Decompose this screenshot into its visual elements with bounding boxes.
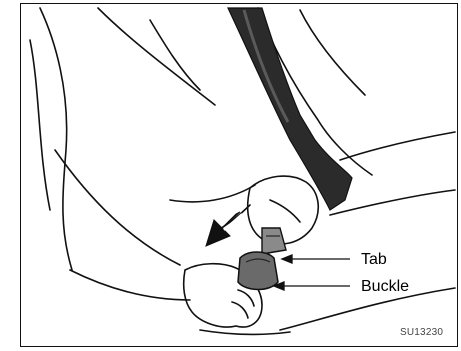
chest-crease	[300, 10, 365, 95]
right-hand-finger	[270, 200, 300, 222]
buckle-label: Buckle	[361, 279, 409, 295]
thigh-lower	[330, 190, 455, 215]
shoulder-belt	[228, 8, 352, 210]
tab-label: Tab	[361, 252, 387, 268]
left-arm-upper	[55, 150, 180, 265]
belt-tab	[262, 228, 286, 254]
thigh-upper	[340, 132, 455, 160]
right-hand-outline	[248, 176, 319, 244]
shoulder-line	[98, 8, 215, 105]
left-arm-lower	[70, 270, 190, 300]
left-hand-finger-2	[232, 302, 248, 318]
back-curve	[30, 40, 50, 210]
torso-left-outline	[40, 8, 72, 270]
figure-code: SU13230	[400, 327, 443, 338]
left-hand-finger-1	[238, 290, 254, 306]
tab-leader-arrowhead	[282, 255, 292, 263]
right-arm-outline	[170, 185, 255, 202]
chest-fold-1	[150, 20, 200, 90]
seatbelt-buckle	[238, 252, 278, 290]
lap-line	[200, 330, 290, 334]
